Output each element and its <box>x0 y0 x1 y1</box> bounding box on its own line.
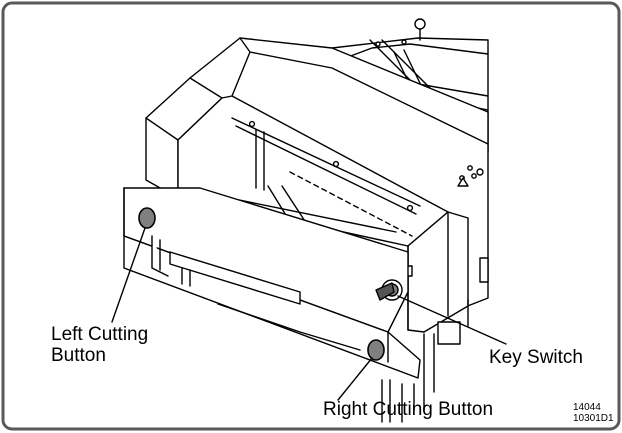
left-cutting-button-label-line2: Button <box>51 345 106 366</box>
key-switch[interactable] <box>375 279 403 301</box>
left-cutting-button[interactable] <box>138 207 156 229</box>
left-cutting-button-label: Left Cutting Button <box>51 324 148 366</box>
leader-right-button <box>337 357 373 401</box>
key-switch-label: Key Switch <box>489 347 583 368</box>
left-cutting-button-label-line1: Left Cutting <box>51 324 149 345</box>
leader-lines <box>111 227 507 401</box>
figure-id-line2: 10301D1 <box>573 413 614 424</box>
figure-id-line1: 14044 <box>573 402 601 413</box>
machine-stand <box>151 235 469 423</box>
leader-key-switch <box>397 295 507 345</box>
right-cutting-button[interactable] <box>367 339 385 361</box>
figure-id: 14044 10301D1 <box>573 402 614 424</box>
right-cutting-button-label: Right Cutting Button <box>323 399 494 420</box>
leader-left-button <box>111 227 146 323</box>
